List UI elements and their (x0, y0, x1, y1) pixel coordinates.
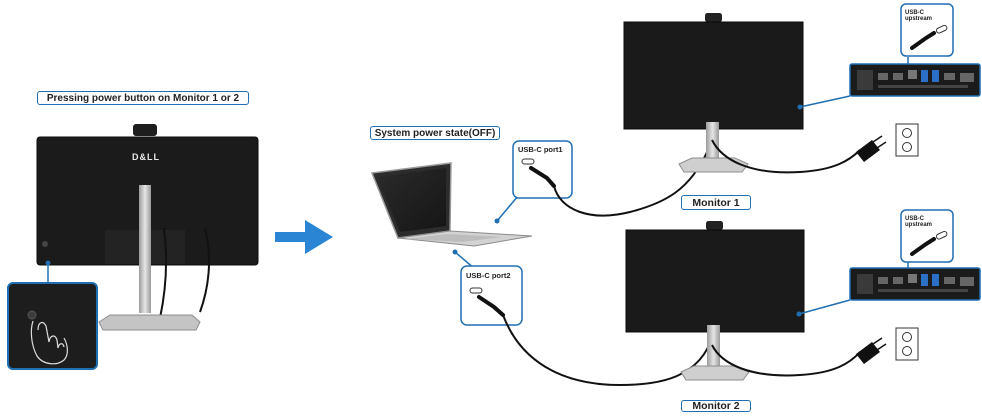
monitor-2-caption: Monitor 2 (681, 400, 751, 412)
monitor-1-upstream-callout (900, 3, 954, 57)
usb-c-plug-icon (477, 295, 505, 317)
flow-arrow-icon (275, 220, 333, 254)
port2-callout-box (460, 265, 523, 326)
rear-cable (199, 227, 210, 313)
power-cable (711, 344, 861, 377)
upstream-label-line1: USB-C (905, 216, 924, 222)
system-power-state-caption: System power state(OFF) (370, 126, 500, 140)
upstream-label-line2: upstream (905, 16, 933, 23)
monitor-2 (625, 209, 981, 381)
upstream-label-line1: USB-C (905, 10, 924, 16)
upstream-label-line2: upstream (905, 222, 933, 229)
stand-base (678, 157, 749, 173)
monitor-2-upstream-label: USB-C upstream (905, 216, 932, 229)
usb-c-plug-icon (910, 31, 936, 50)
rear-monitor (7, 124, 259, 370)
power-button-caption: Pressing power button on Monitor 1 or 2 (37, 91, 249, 105)
power-button-icon (42, 241, 48, 247)
wall-outlet-icon (895, 327, 919, 361)
power-plug-icon (856, 342, 880, 364)
webcam-icon (706, 221, 723, 230)
power-button-zoom (7, 282, 98, 370)
laptop (370, 162, 533, 247)
finger-press-icon (30, 320, 68, 365)
monitor-1-upstream-label: USB-C upstream (905, 10, 932, 23)
webcam-icon (133, 124, 157, 136)
rear-cable (159, 227, 168, 319)
monitor-1 (623, 3, 981, 174)
usb-c-plug-icon (529, 166, 556, 188)
usb-c-port-icon (521, 158, 535, 165)
usb-c-port2-label: USB-C port2 (466, 271, 511, 280)
usb-c-port1-label: USB-C port1 (518, 145, 563, 154)
power-plug-icon (856, 140, 880, 162)
monitor-2-screen (625, 229, 805, 333)
monitor-1-screen (623, 21, 804, 130)
monitor-2-upstream-callout (900, 209, 954, 263)
port1-callout-box (512, 140, 573, 199)
usb-c-plug-icon (910, 237, 936, 256)
wall-outlet-icon (895, 123, 919, 157)
power-cable (711, 139, 861, 174)
webcam-icon (705, 13, 722, 22)
usb-c-port-icon (469, 287, 483, 294)
stand-neck (139, 185, 151, 313)
usb-c-cable-monitor1 (553, 149, 709, 217)
stand-base (680, 365, 750, 381)
monitor-1-caption: Monitor 1 (681, 195, 751, 210)
dell-logo: D&LL (132, 152, 160, 162)
stand-base (98, 314, 201, 331)
